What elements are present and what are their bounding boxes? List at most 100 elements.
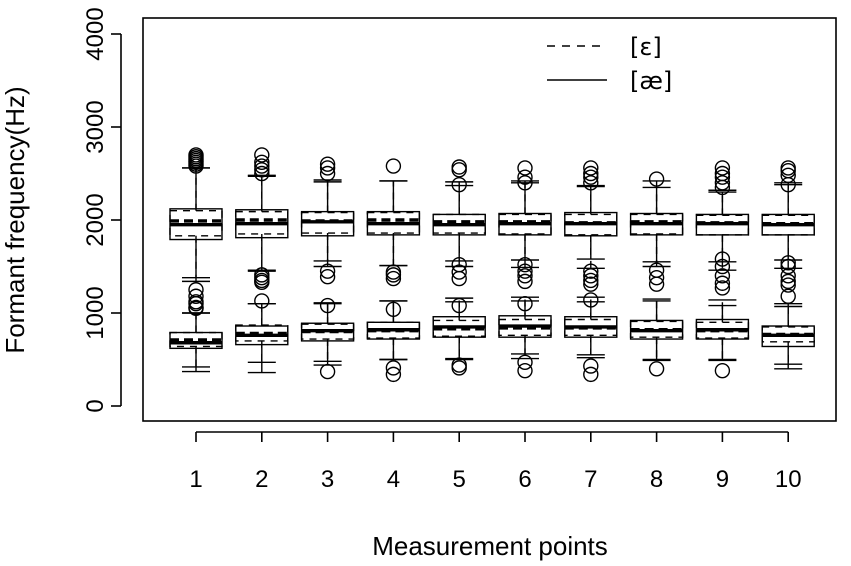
outlier-point — [517, 160, 533, 176]
outlier-point — [188, 300, 204, 317]
outlier-point — [188, 282, 204, 298]
outlier-point — [319, 160, 336, 176]
outlier-point — [451, 256, 467, 273]
outlier-point — [648, 361, 665, 377]
box-solid-f1 — [366, 300, 421, 383]
outlier-point — [583, 292, 599, 308]
outlier-point — [385, 360, 402, 376]
outlier-point — [385, 264, 402, 280]
outlier-point — [254, 165, 270, 182]
x-tick-label: 1 — [189, 466, 202, 493]
outlier-point — [583, 366, 599, 383]
box-solid-f1 — [564, 292, 618, 383]
y-axis-title: Formant frequency(Hz) — [0, 86, 30, 353]
outlier-point — [385, 158, 402, 174]
box-solid-f2 — [761, 160, 815, 293]
outlier-point — [517, 169, 533, 185]
x-tick-label: 4 — [387, 466, 400, 493]
outlier-point — [254, 162, 270, 178]
box-iqr — [169, 331, 223, 350]
outlier-point — [451, 357, 467, 373]
outlier-point — [517, 362, 533, 379]
outlier-point — [583, 358, 599, 374]
legend: [ɛ] [æ] — [547, 33, 672, 95]
outlier-point — [780, 273, 796, 290]
box-iqr — [432, 319, 486, 337]
box-iqr — [761, 326, 815, 343]
outlier-point — [319, 263, 336, 279]
outlier-point — [583, 268, 599, 284]
outlier-point — [254, 158, 270, 174]
y-tick-label: 0 — [82, 399, 109, 412]
outlier-point — [517, 263, 533, 279]
outlier-point — [254, 154, 270, 171]
box-solid-f2 — [235, 147, 289, 291]
outlier-point — [451, 159, 467, 175]
box-solid-f2 — [169, 147, 223, 283]
outlier-point — [254, 147, 270, 163]
outlier-point — [385, 301, 402, 317]
outlier-point — [780, 255, 796, 271]
outlier-point — [583, 175, 599, 191]
box-solid-f1 — [235, 293, 289, 374]
plot-frame — [142, 17, 837, 422]
box-iqr — [695, 321, 750, 339]
outlier-point — [714, 258, 731, 275]
box-solid-f1 — [300, 297, 355, 380]
legend-label-ae: [æ] — [630, 67, 672, 95]
box-solid-f1 — [629, 300, 684, 377]
box-solid-f1 — [695, 304, 750, 379]
outlier-point — [385, 366, 402, 383]
outlier-point — [780, 160, 796, 176]
outlier-point — [188, 294, 204, 310]
box-solid-f1 — [169, 282, 223, 373]
outlier-point — [451, 264, 467, 280]
y-tick-label: 3000 — [82, 100, 109, 153]
outlier-point — [583, 165, 599, 182]
outlier-point — [780, 167, 796, 184]
outlier-point — [517, 296, 533, 312]
outlier-point — [780, 288, 796, 304]
x-tick-label: 3 — [321, 466, 334, 493]
box-solid-f2 — [629, 171, 684, 292]
x-tick-label: 8 — [650, 466, 663, 493]
outlier-point — [451, 297, 467, 314]
box-iqr — [564, 318, 618, 337]
outlier-point — [517, 273, 533, 290]
box-solid-f2 — [498, 160, 552, 290]
outlier-point — [714, 268, 731, 284]
outlier-point — [714, 175, 731, 191]
outlier-point — [254, 267, 270, 283]
outlier-point — [648, 262, 665, 278]
outlier-point — [780, 277, 796, 293]
outlier-point — [517, 268, 533, 284]
x-tick-label: 10 — [775, 466, 802, 493]
box-solid-f2 — [564, 160, 618, 292]
box-solid-f2 — [300, 156, 355, 285]
outlier-point — [319, 363, 336, 380]
outlier-point — [319, 269, 336, 285]
box-marks — [169, 147, 815, 383]
outlier-point — [714, 280, 731, 296]
outlier-point — [648, 269, 665, 286]
outlier-point — [319, 156, 336, 172]
box-iqr — [235, 210, 289, 235]
outlier-point — [583, 272, 599, 289]
box-solid-f1 — [432, 297, 486, 376]
box-iqr — [300, 210, 355, 237]
x-tick-label: 6 — [518, 466, 531, 493]
box-solid-f2 — [695, 160, 750, 296]
outlier-point — [254, 293, 270, 309]
box-iqr — [498, 318, 552, 337]
outlier-point — [714, 169, 731, 185]
x-tick-label: 2 — [255, 466, 268, 493]
outlier-point — [517, 256, 533, 273]
y-tick-label: 4000 — [82, 7, 109, 60]
outlier-point — [714, 275, 731, 291]
outlier-point — [648, 171, 665, 187]
outlier-point — [714, 165, 731, 182]
box-iqr — [629, 320, 684, 338]
x-tick-label: 9 — [716, 466, 729, 493]
x-axis-title: Measurement points — [372, 531, 608, 561]
